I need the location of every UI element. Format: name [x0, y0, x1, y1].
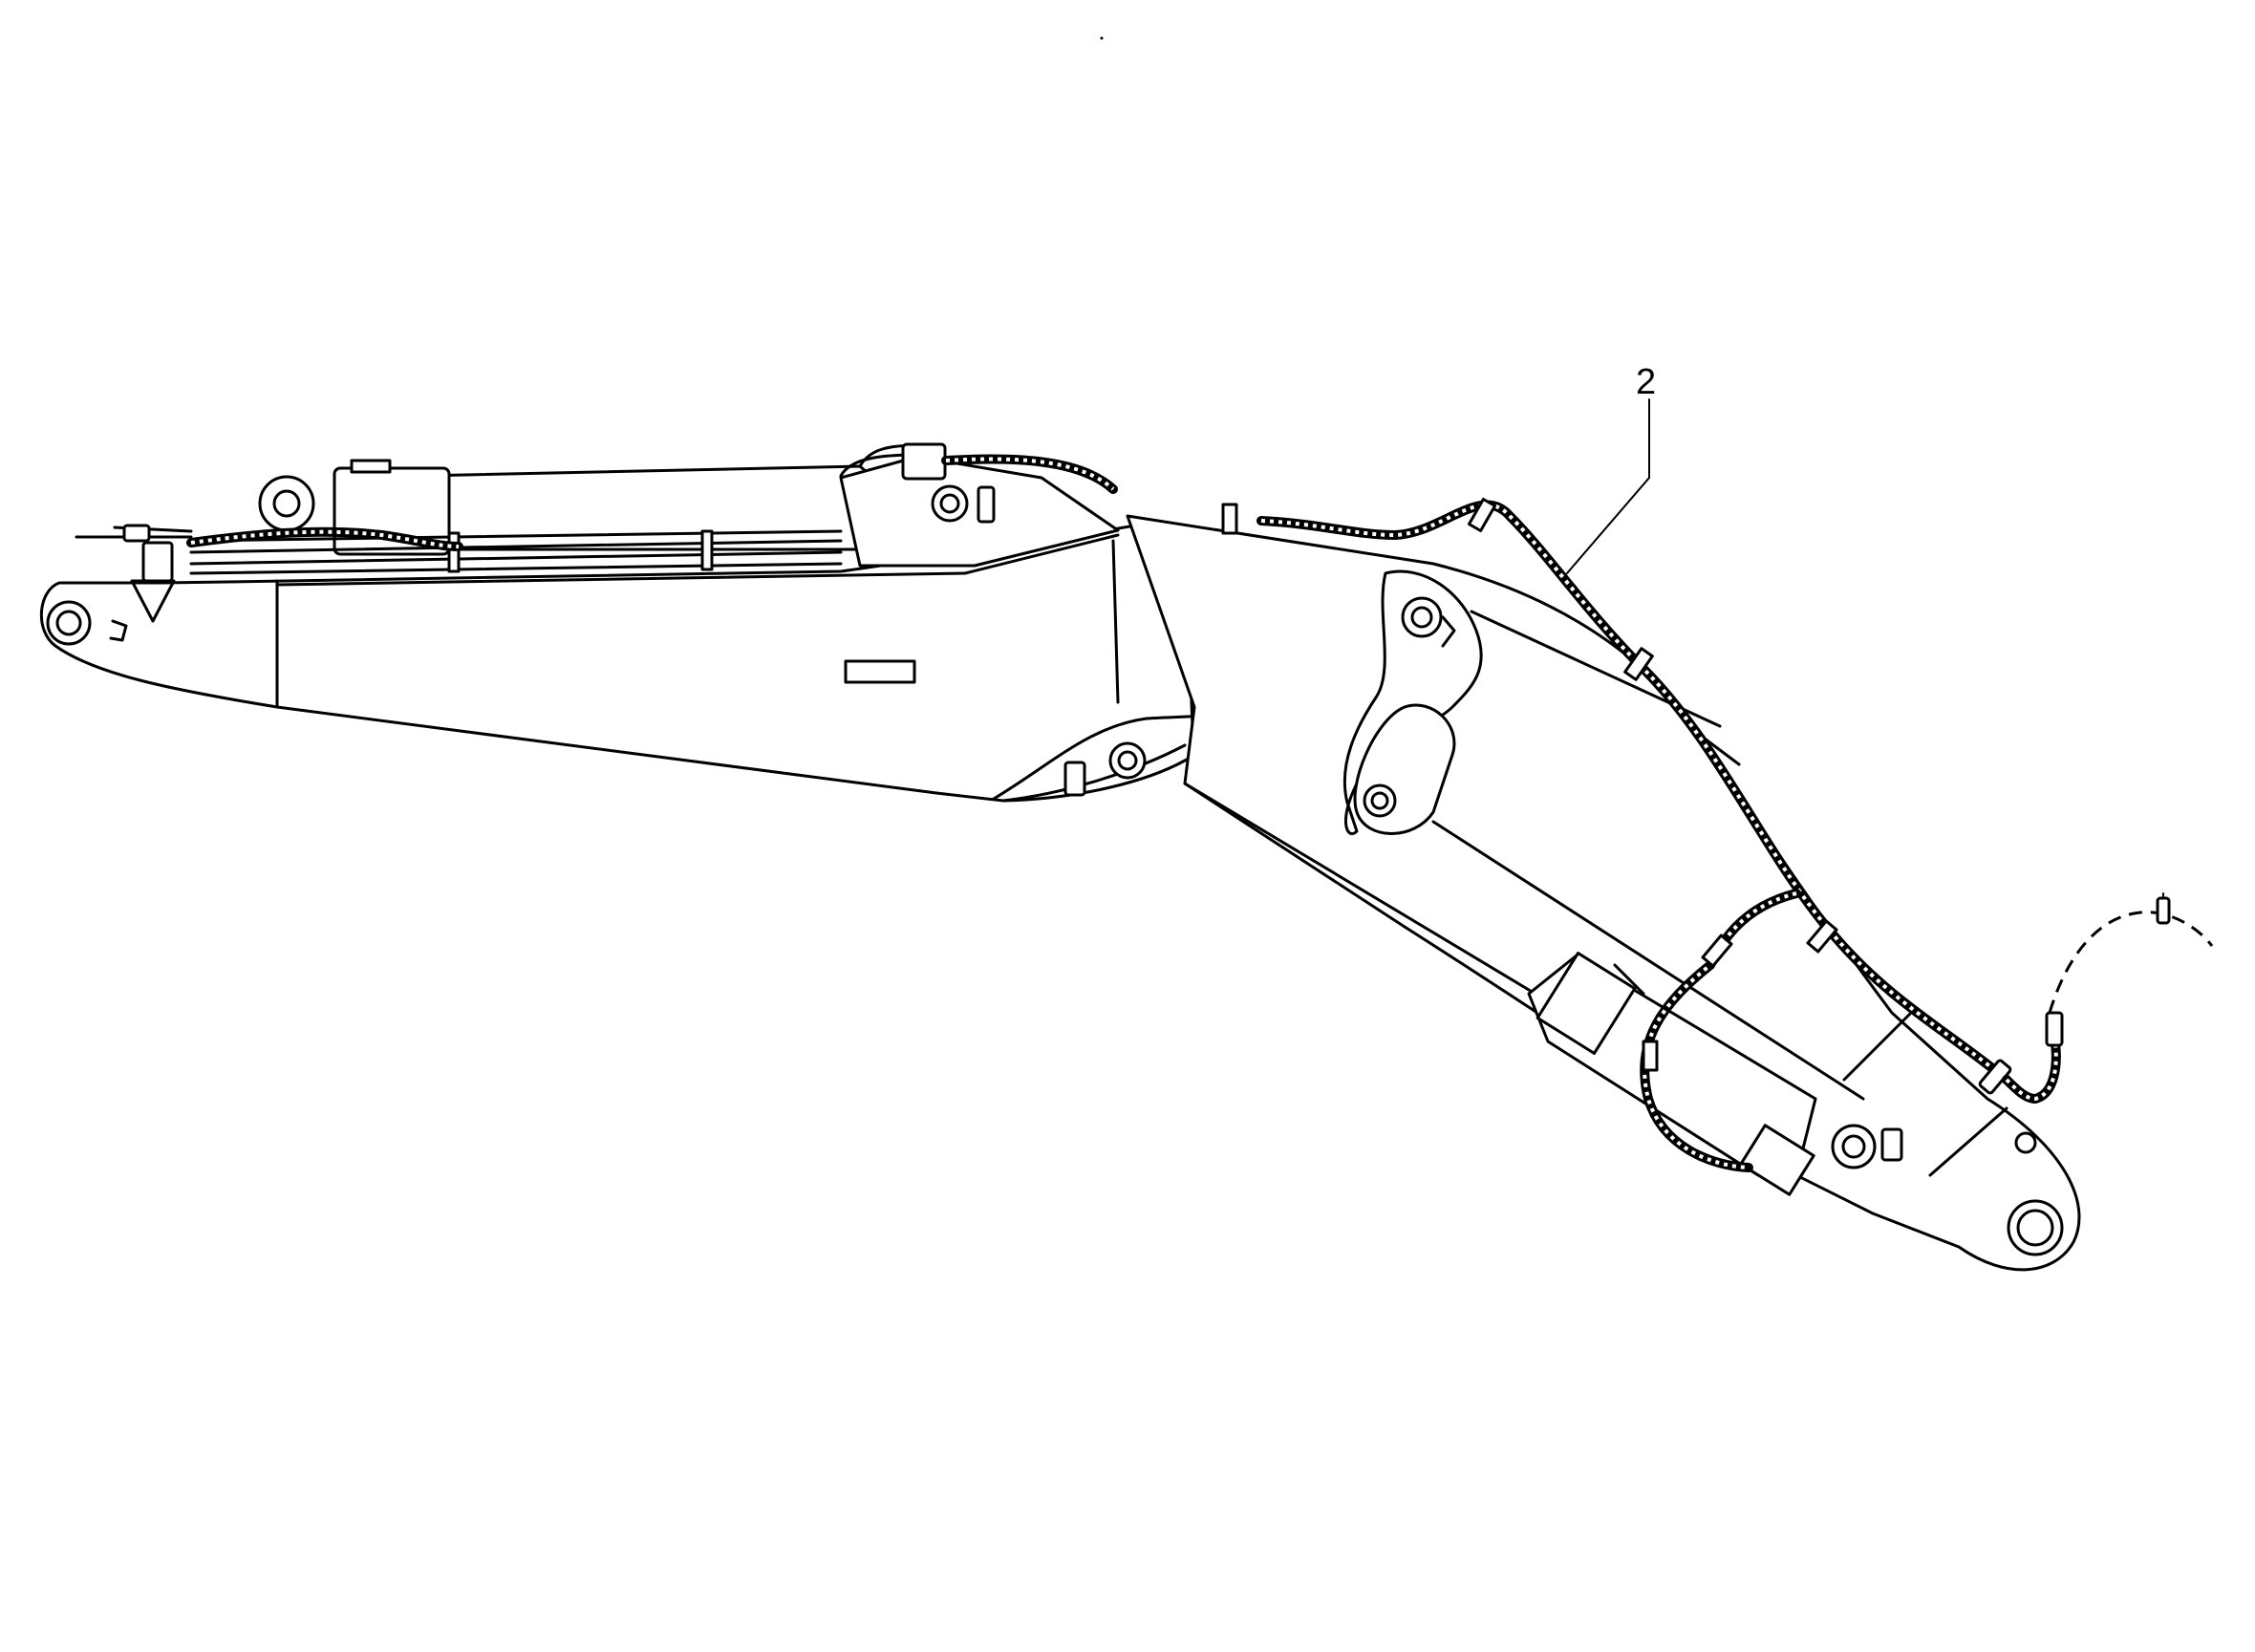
boom-cylinder-hose — [1640, 889, 1801, 1172]
hose-clamp-icon — [1642, 1040, 1659, 1072]
boom-cylinder — [1527, 952, 1817, 1196]
hose-clamp-icon — [1623, 647, 1654, 681]
hose-clamp-icon — [1701, 933, 1733, 968]
dashed-hose-route — [2048, 892, 2214, 1014]
boom-assembly — [1126, 514, 2081, 1272]
valve-block-icon — [141, 541, 174, 583]
hose-clamp-icon — [1467, 498, 1497, 532]
arm-cylinder — [258, 442, 1120, 568]
hose-fitting-icon — [2156, 896, 2171, 925]
arm-pipes — [75, 524, 843, 623]
callout-label: 2 — [1636, 362, 1656, 402]
arm-assembly — [40, 522, 1330, 803]
boom-hose — [1221, 498, 2064, 1104]
hose-clamp-icon — [1221, 503, 1238, 535]
arm-upper-hose — [186, 454, 1118, 551]
stray-mark — [1100, 36, 1104, 40]
hose-clamp-icon — [1806, 919, 1838, 954]
rod-end-block-icon — [1739, 1124, 1815, 1196]
callout-2: 2 — [1566, 362, 1656, 574]
clamp-icon — [1063, 761, 1086, 797]
hose-clamp-icon — [1978, 1059, 2012, 1095]
name-plate — [844, 659, 916, 684]
